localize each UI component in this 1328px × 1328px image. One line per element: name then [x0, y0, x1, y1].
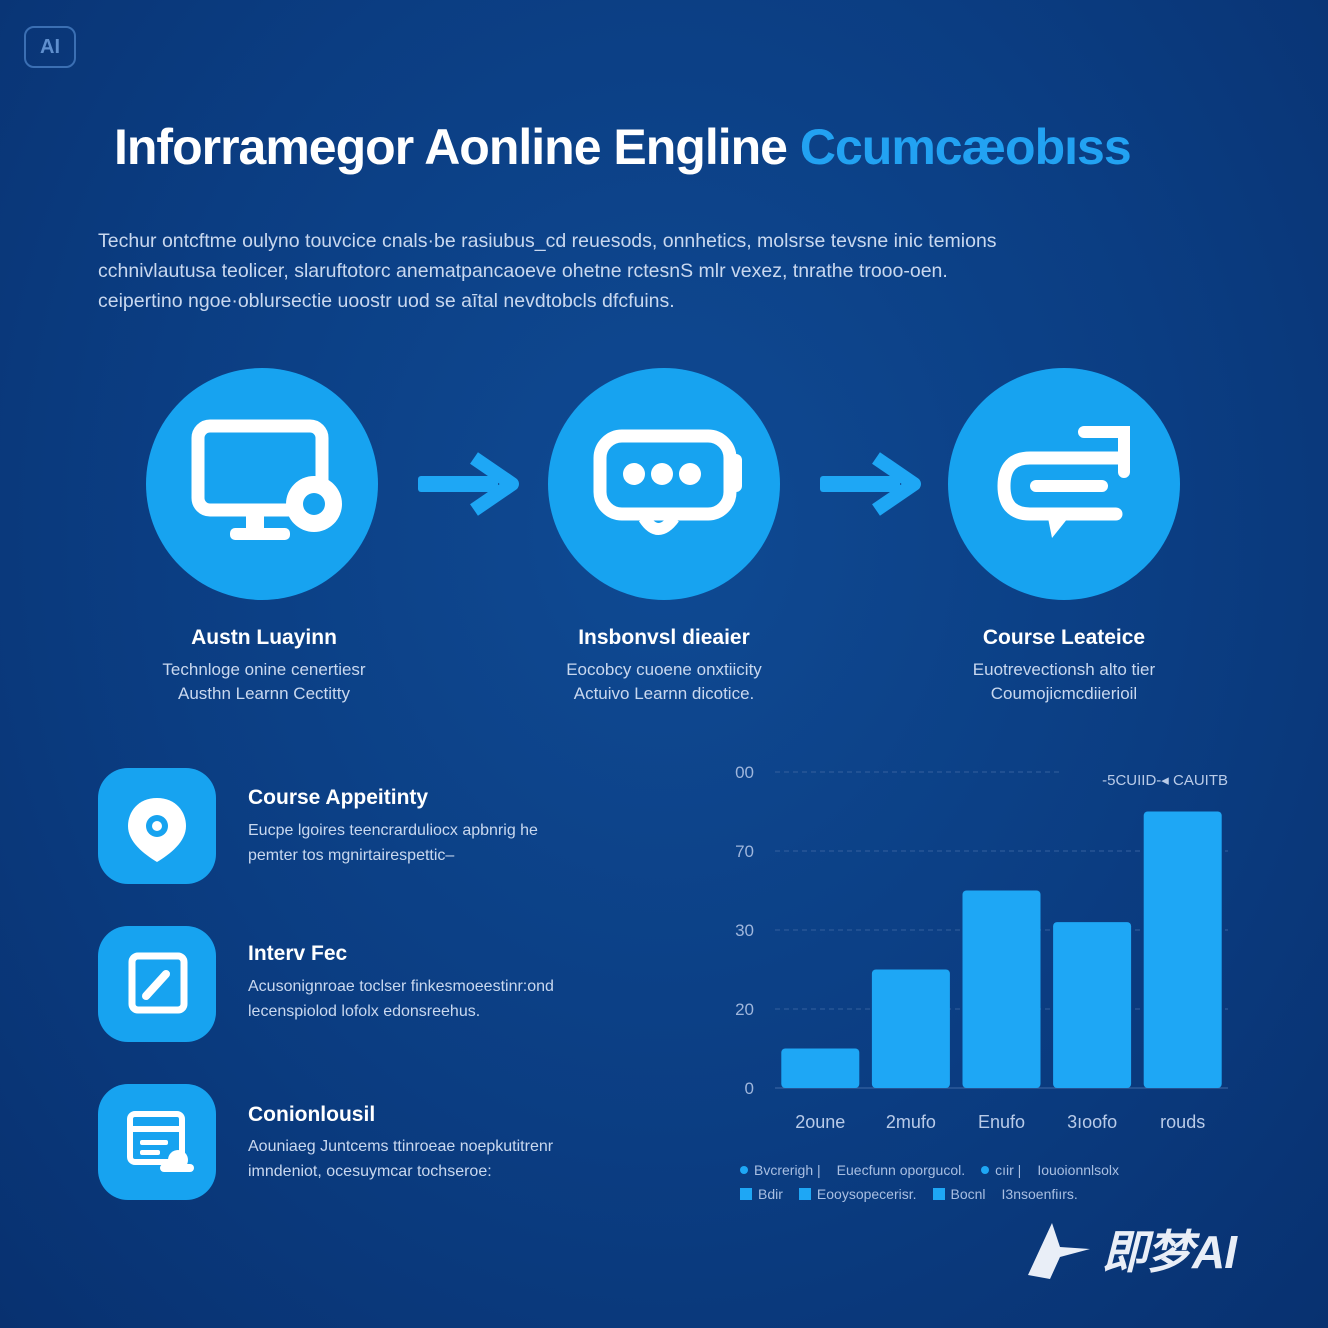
page-title: Inforramegor Aonline Engline Ccumcæobıss: [114, 118, 1132, 176]
feature-desc-line: pemter tos mgnirtairespettic–: [248, 847, 455, 864]
y-tick-label: 0: [745, 1079, 754, 1098]
title-accent: Ccumcæobıss: [799, 119, 1132, 175]
legend-item: cıir |: [981, 1162, 1021, 1178]
legend-square-icon: [740, 1188, 752, 1200]
y-tick-label: 70: [735, 842, 754, 861]
chart-bars: [781, 811, 1222, 1088]
legend-dot-icon: [981, 1166, 990, 1174]
monitor-gear-icon: [191, 419, 342, 540]
legend-square-icon: [932, 1188, 945, 1200]
legend-row: Bvcrerigh | Euecfunn oporgucol. cıir | I…: [740, 1158, 1240, 1182]
feature-2-title: Interv Fec: [248, 942, 348, 965]
step-desc-line: Technloge onine cenertiesr: [162, 660, 366, 679]
x-category-label: Enufo: [978, 1112, 1025, 1132]
y-tick-label: 20: [735, 1000, 754, 1019]
legend-item: Iouoionnlsolx: [1037, 1162, 1119, 1178]
intro-line: cchnivlautusa teolicer, slaruftotorc ane…: [98, 260, 948, 282]
chart-bar: [871, 969, 950, 1088]
legend-label: Bdir: [758, 1186, 783, 1202]
arrow-right-icon: [418, 452, 519, 516]
feature-2-description: Acusonignroae toclser finkesmoeestinr:on…: [248, 974, 554, 1024]
legend-item: I3nsoenfiırs.: [1002, 1186, 1078, 1202]
ai-badge: AI: [24, 26, 76, 68]
x-category-label: 2oune: [795, 1112, 845, 1132]
feature-desc-line: Eucpe lgoires teencrarduliocx apbnrig he: [248, 822, 538, 839]
feature-desc-line: Acusonignroae toclser finkesmoeestinr:on…: [248, 978, 554, 995]
step-3-description: Euotrevectionsh alto tier Coumojicmcdiie…: [914, 658, 1214, 706]
chart-legend-top: -5CUIID-◂ CAUITB: [1102, 772, 1228, 789]
document-card-icon: [127, 1111, 194, 1172]
step-1-description: Technloge onine cenertiesr Austhn Learnn…: [114, 658, 414, 706]
legend-label: I3nsoenfiırs.: [1001, 1186, 1078, 1202]
legend-label: Euecfunn oporgucol.: [836, 1162, 966, 1178]
legend-label: Bocnl: [950, 1186, 986, 1202]
step-desc-line: Actuivo Learnn dicotice.: [573, 684, 755, 703]
legend-label: Eooysopecerisr.: [816, 1186, 917, 1202]
x-category-label: 3ıoofo: [1067, 1112, 1117, 1132]
x-category-label: rouds: [1160, 1112, 1205, 1132]
legend-item: Bocnl: [932, 1186, 986, 1202]
watermark: 即梦AI: [1024, 1216, 1237, 1282]
intro-paragraph: Techur ontcftme oulyno touvcice cnals·be…: [98, 226, 1178, 316]
legend-item: Bvcrerigh |: [740, 1162, 821, 1178]
jimeng-logo-icon: [1028, 1223, 1090, 1279]
legend-square-icon: [798, 1188, 811, 1200]
watermark-text: 即梦AI: [1102, 1226, 1237, 1278]
legend-item: Eooysopecerisr.: [798, 1186, 917, 1202]
feature-desc-line: lecenspiolod lofolx edonsreehus.: [248, 1003, 481, 1020]
legend-item: Euecfunn oporgucol.: [837, 1162, 965, 1178]
step-desc-line: Austhn Learnn Cectitty: [178, 684, 350, 703]
legend-label: Bvcrerigh |: [754, 1162, 821, 1178]
step-2-description: Eocobcy cuoene onxtiicity Actuivo Learnn…: [514, 658, 814, 706]
location-pin-icon: [128, 798, 186, 862]
feature-3-title: Conionlousil: [248, 1103, 376, 1126]
arrow-right-icon: [820, 452, 921, 516]
step-desc-line: Euotrevectionsh alto tier: [972, 660, 1156, 679]
chat-dots-icon: [593, 429, 742, 535]
y-tick-label: 30: [735, 921, 754, 940]
feature-2-icon-tile: [98, 926, 216, 1042]
feature-3-icon-tile: [98, 1084, 216, 1200]
step-1-circle: [146, 368, 378, 600]
legend-item: Bdir: [740, 1186, 783, 1202]
legend-row: Bdir Eooysopecerisr. Bocnl I3nsoenfiırs.: [740, 1182, 1240, 1206]
step-desc-line: Eocobcy cuoene onxtiicity: [566, 660, 762, 679]
x-category-label: 2mufo: [886, 1112, 936, 1132]
intro-line: Techur ontcftme oulyno touvcice cnals·be…: [98, 230, 997, 252]
step-3-circle: [948, 368, 1180, 600]
intro-line: ceipertino ngoe·oblursectie uoostr uod s…: [98, 290, 675, 312]
feature-3-description: Aouniaeg Juntcems ttinroeae noepkutitren…: [248, 1134, 553, 1184]
bar-chart: 0 20 30 70 00 2oune 2mufo Enufo 3ıoofo rouds -5C…: [735, 763, 1228, 1132]
chart-bar: [781, 1048, 860, 1088]
message-sync-icon: [997, 426, 1130, 538]
chart-bar: [1143, 811, 1222, 1088]
step-2-circle: [548, 368, 780, 600]
chart-y-ticks: 0 20 30 70 00: [735, 763, 754, 1098]
chart-bar: [1053, 922, 1132, 1088]
chart-bar: [962, 890, 1041, 1088]
step-desc-line: Coumojicmcdiierioil: [990, 684, 1138, 703]
y-tick-label: 00: [735, 763, 754, 782]
title-main: Inforramegor Aonline Engline: [114, 119, 800, 175]
chart-x-labels: 2oune 2mufo Enufo 3ıoofo rouds: [795, 1112, 1205, 1132]
step-1-title: Austn Luayinn: [191, 626, 337, 649]
edit-square-icon: [128, 952, 188, 1014]
step-2-title: Insbonvsl dieaier: [578, 626, 750, 649]
step-3-title: Course Leateice: [982, 626, 1146, 649]
legend-dot-icon: [740, 1166, 748, 1174]
feature-1-title: Course Appeitinty: [248, 786, 429, 809]
feature-desc-line: Aouniaeg Juntcems ttinroeae noepkutitren…: [248, 1138, 554, 1155]
feature-1-icon-tile: [98, 768, 216, 884]
feature-desc-line: imndeniot, ocesuymcar tochseroe:: [248, 1163, 492, 1180]
legend-label: Iouoionnlsolx: [1037, 1162, 1120, 1178]
chart-legend: Bvcrerigh | Euecfunn oporgucol. cıir | I…: [740, 1158, 1240, 1206]
feature-1-description: Eucpe lgoires teencrarduliocx apbnrig he…: [248, 818, 538, 868]
legend-label: cıir |: [995, 1162, 1022, 1178]
